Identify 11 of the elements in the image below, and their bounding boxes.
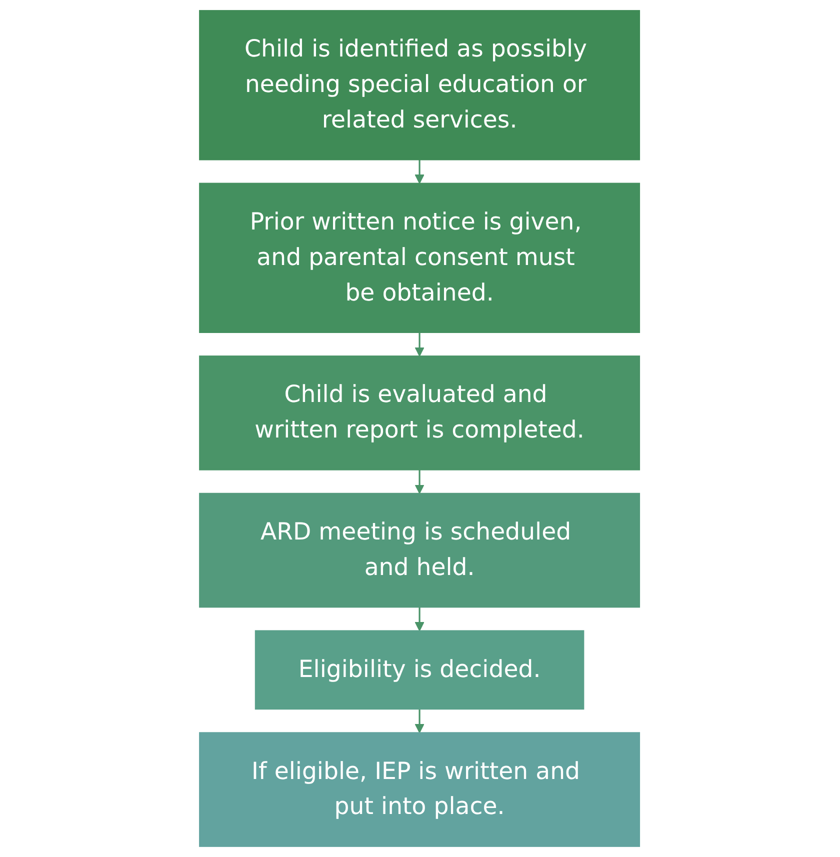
node-box: Prior written notice is given, and parental consent must be obtained.: [200, 182, 640, 333]
node-box: Child is identified as possibly needing special education or related services.: [200, 10, 640, 160]
arrow: [415, 709, 425, 734]
node-box: Eligibility is decided.: [255, 630, 585, 710]
arrow: [415, 160, 425, 184]
node-box: If eligible, IEP is written and put into place.: [200, 732, 640, 847]
node-box: ARD meeting is scheduled and held.: [200, 492, 640, 608]
arrow: [415, 470, 425, 494]
arrow: [415, 332, 425, 356]
arrow: [415, 607, 425, 632]
node-box: Child is evaluated and written report is completed.: [200, 356, 640, 470]
